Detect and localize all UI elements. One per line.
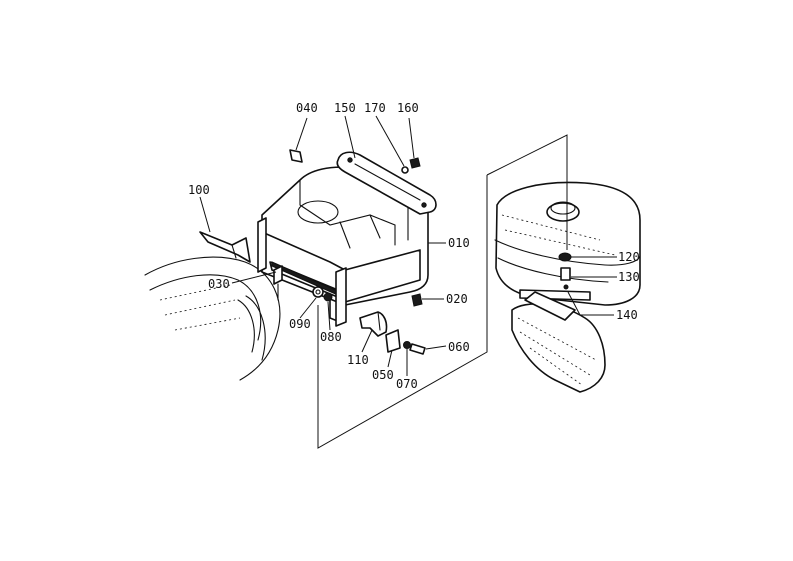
callout-060: 060 (448, 340, 470, 354)
callout-020: 020 (446, 292, 468, 306)
callout-170: 170 (364, 101, 386, 115)
callout-150: 150 (334, 101, 356, 115)
gasket-plate-150 (336, 151, 437, 215)
boundary-lines (317, 134, 568, 449)
callout-110: 110 (347, 353, 369, 367)
callout-040: 040 (296, 101, 318, 115)
callout-030: 030 (208, 277, 230, 291)
callout-070: 070 (396, 377, 418, 391)
hood-frame-010 (257, 166, 429, 327)
callout-labels: 040 150 170 160 100 010 030 020 090 080 … (188, 101, 640, 391)
small-parts (199, 149, 572, 355)
callout-080: 080 (320, 330, 342, 344)
callout-050: 050 (372, 368, 394, 382)
callout-160: 160 (397, 101, 419, 115)
callout-140: 140 (616, 308, 638, 322)
callout-120: 120 (618, 250, 640, 264)
callout-090: 090 (289, 317, 311, 331)
tractor-body-outline-left (144, 256, 281, 381)
callout-010: 010 (448, 236, 470, 250)
callout-100: 100 (188, 183, 210, 197)
callout-130: 130 (618, 270, 640, 284)
leader-lines (199, 115, 617, 376)
fuel-tank (494, 181, 641, 393)
